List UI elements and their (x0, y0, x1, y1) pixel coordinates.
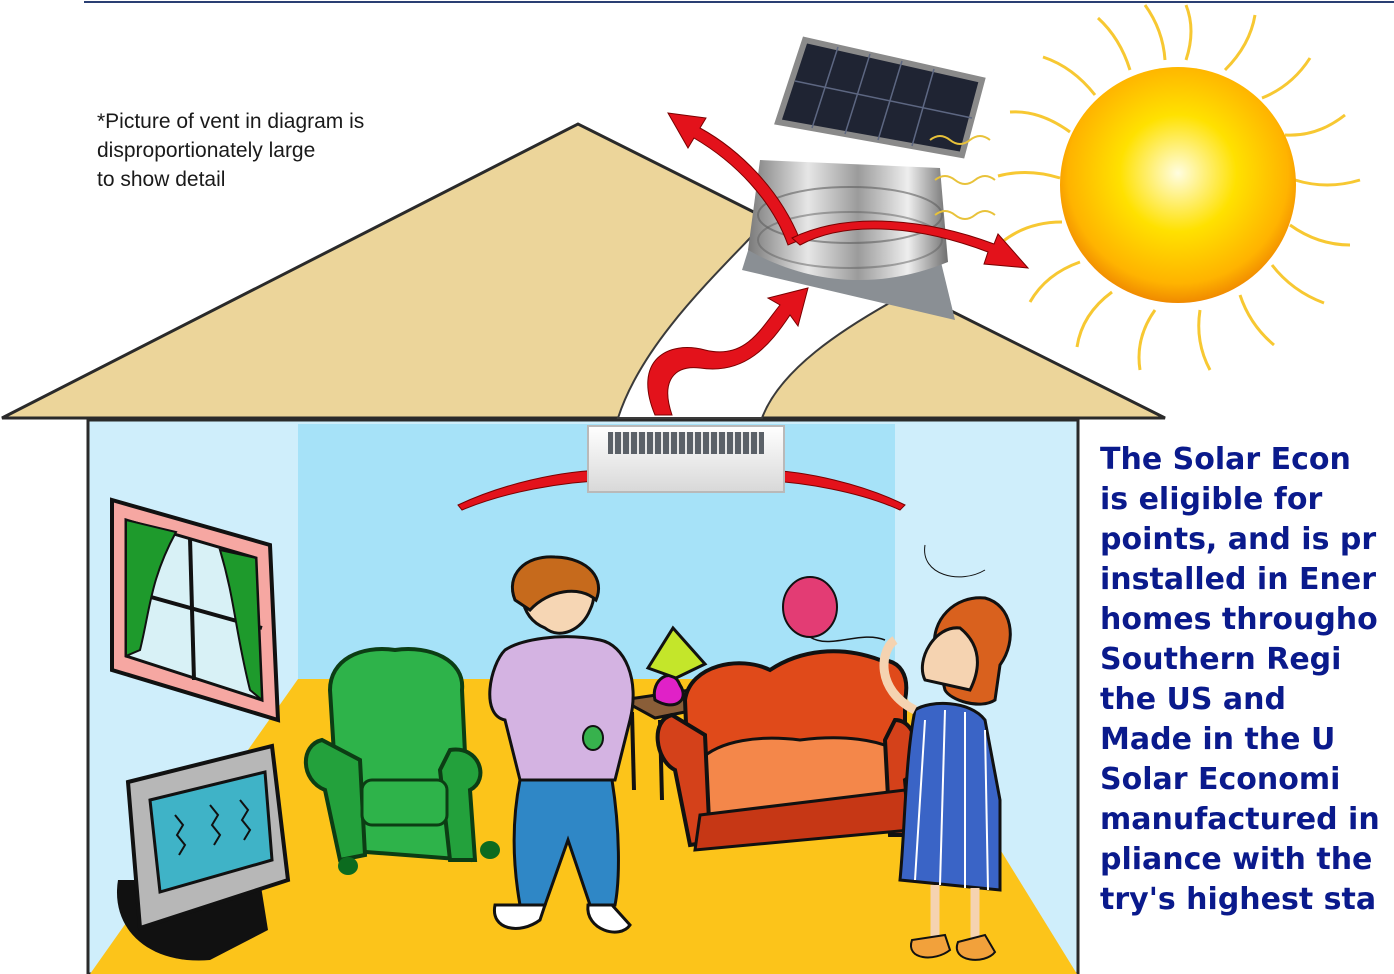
sofa-icon (658, 651, 918, 850)
promo-line: The Solar Econ (1100, 440, 1394, 480)
promo-line: manufactured in (1100, 800, 1394, 840)
note-line: to show detail (97, 165, 364, 194)
promo-line: try's highest sta (1100, 880, 1394, 920)
promo-line: is eligible for (1100, 480, 1394, 520)
sun-icon (998, 5, 1360, 370)
ceiling-grille-icon (588, 426, 784, 492)
promo-line: pliance with the (1100, 840, 1394, 880)
promo-line: homes througho (1100, 600, 1394, 640)
vent-size-note: *Picture of vent in diagram is dispropor… (97, 107, 364, 194)
solar-vent-icon (742, 40, 982, 320)
promo-line: Made in the U (1100, 720, 1394, 760)
television-icon (117, 746, 288, 960)
note-line: *Picture of vent in diagram is (97, 107, 364, 136)
note-line: disproportionately large (97, 136, 364, 165)
promo-line: Solar Economi (1100, 760, 1394, 800)
promo-line: Southern Regi (1100, 640, 1394, 680)
promo-clip: The Solar Econ is eligible for points, a… (1080, 420, 1394, 974)
promo-line: the US and (1100, 680, 1394, 720)
promo-text: The Solar Econ is eligible for points, a… (1100, 440, 1394, 920)
promo-line: points, and is pr (1100, 520, 1394, 560)
promo-line: installed in Ener (1100, 560, 1394, 600)
